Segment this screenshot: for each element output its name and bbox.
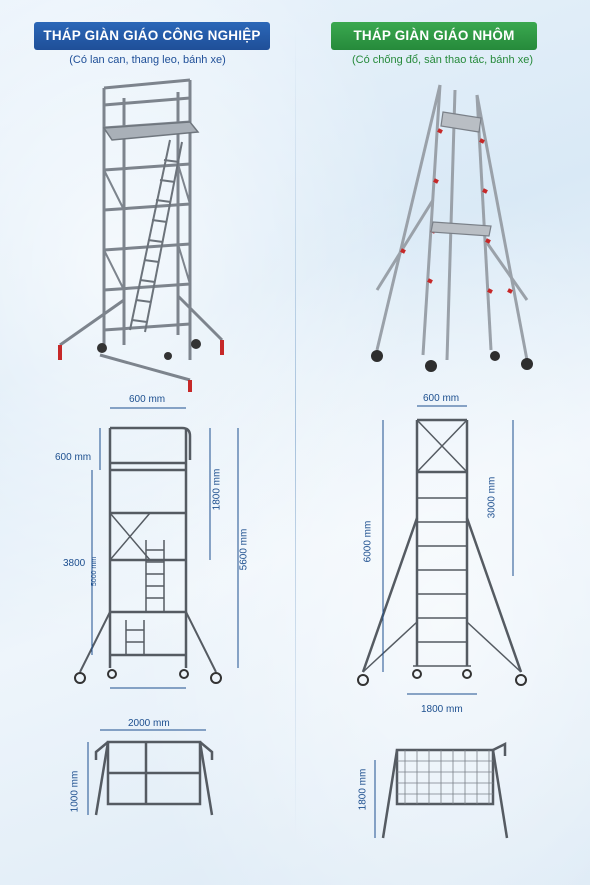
industrial-stairs bbox=[129, 139, 183, 333]
aluminum-tower-title: THÁP GIÀN GIÁO NHÔM bbox=[331, 22, 537, 50]
industrial-side-mark-label: 5000 mm bbox=[91, 556, 99, 587]
aluminum-plan-mesh bbox=[397, 750, 493, 804]
industrial-dim-lines bbox=[91, 407, 239, 689]
industrial-platform bbox=[102, 121, 200, 141]
aluminum-elevation bbox=[361, 418, 523, 673]
industrial-top-width-label: 600 mm bbox=[129, 394, 166, 405]
aluminum-mid-platform bbox=[430, 221, 492, 237]
industrial-tower-panel: THÁP GIÀN GIÁO CÔNG NGHIỆP (Có lan can, … bbox=[34, 22, 270, 816]
panel-divider bbox=[295, 28, 296, 838]
industrial-top-rail-label: 600 mm bbox=[55, 452, 92, 463]
industrial-mid-height-label: 3800 bbox=[63, 558, 86, 569]
aluminum-total-height-label: 6000 mm bbox=[362, 520, 374, 563]
industrial-tower-title: THÁP GIÀN GIÁO CÔNG NGHIỆP bbox=[34, 22, 270, 50]
industrial-elevation-ladder bbox=[125, 540, 165, 655]
aluminum-upper-height-label: 3000 mm bbox=[486, 476, 498, 519]
aluminum-base-width-label: 1800 mm bbox=[421, 704, 463, 715]
aluminum-tower-joints bbox=[400, 128, 513, 294]
aluminum-elevation-wheels bbox=[357, 669, 527, 686]
industrial-plan-dim-lines bbox=[87, 729, 206, 815]
aluminum-top-width-label: 600 mm bbox=[423, 393, 460, 404]
industrial-plan bbox=[94, 740, 214, 816]
industrial-plan-width-label: 2000 mm bbox=[128, 718, 170, 729]
aluminum-plan bbox=[381, 741, 509, 839]
aluminum-plan-depth-label: 1800 mm bbox=[357, 768, 369, 811]
aluminum-elevation-rungs bbox=[413, 497, 471, 667]
industrial-plan-depth-label: 1000 mm bbox=[69, 770, 81, 813]
aluminum-photo-wheels bbox=[371, 350, 533, 372]
aluminum-tower-subtitle: (Có chống đổ, sàn thao tác, bánh xe) bbox=[351, 54, 533, 66]
industrial-wheels bbox=[97, 339, 201, 360]
industrial-total-height-label: 5600 mm bbox=[238, 528, 250, 571]
industrial-upper-height-label: 1800 mm bbox=[211, 468, 223, 511]
industrial-tower-subtitle: (Có lan can, thang leo, bánh xe) bbox=[69, 54, 226, 66]
aluminum-dim-lines bbox=[382, 405, 514, 695]
aluminum-tower-panel: THÁP GIÀN GIÁO NHÔM (Có chống đổ, sàn th… bbox=[295, 0, 590, 885]
industrial-elevation-wheels bbox=[74, 669, 222, 684]
aluminum-tower-drawings bbox=[357, 84, 533, 839]
aluminum-top-platform bbox=[440, 111, 482, 133]
industrial-elevation bbox=[79, 426, 217, 673]
industrial-tower-drawings bbox=[58, 78, 239, 816]
